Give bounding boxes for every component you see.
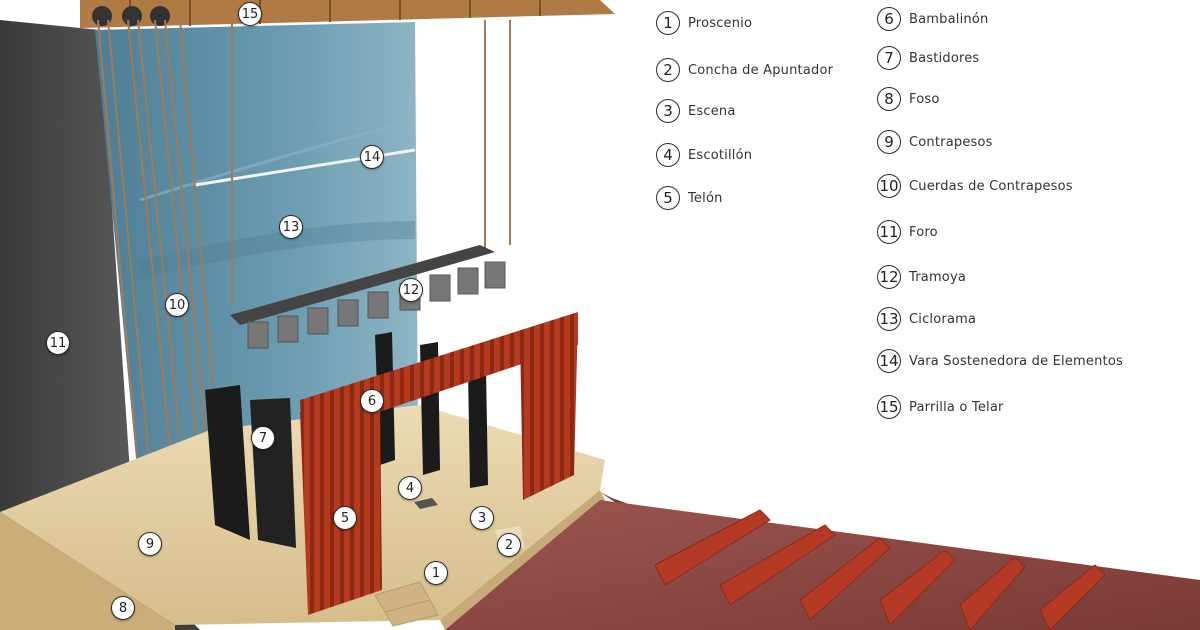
tramoya-pipe — [230, 245, 495, 325]
bastidores-left — [205, 385, 250, 540]
marker-5: 5 — [333, 506, 357, 530]
marker-2: 2 — [497, 533, 521, 557]
marker-6: 6 — [360, 389, 384, 413]
proscenio-steps — [374, 581, 439, 627]
marker-8: 8 — [111, 596, 135, 620]
parrilla-telar — [80, 0, 615, 28]
marker-3: 3 — [470, 506, 494, 530]
telon-left — [300, 395, 382, 615]
marker-10: 10 — [165, 293, 189, 317]
marker-14: 14 — [360, 145, 384, 169]
marker-9: 9 — [138, 532, 162, 556]
marker-15: 15 — [238, 2, 262, 26]
marker-7: 7 — [251, 426, 275, 450]
marker-13: 13 — [279, 215, 303, 239]
ciclorama-arc — [139, 118, 416, 202]
telon-right — [520, 315, 578, 500]
audience-seats — [654, 509, 1106, 630]
tramoya-lights — [247, 261, 506, 349]
escotillon — [414, 498, 438, 509]
marker-12: 12 — [399, 278, 423, 302]
stage-floor — [0, 405, 605, 625]
marker-11: 11 — [46, 331, 70, 355]
marker-1: 1 — [424, 561, 448, 585]
marker-4: 4 — [398, 476, 422, 500]
